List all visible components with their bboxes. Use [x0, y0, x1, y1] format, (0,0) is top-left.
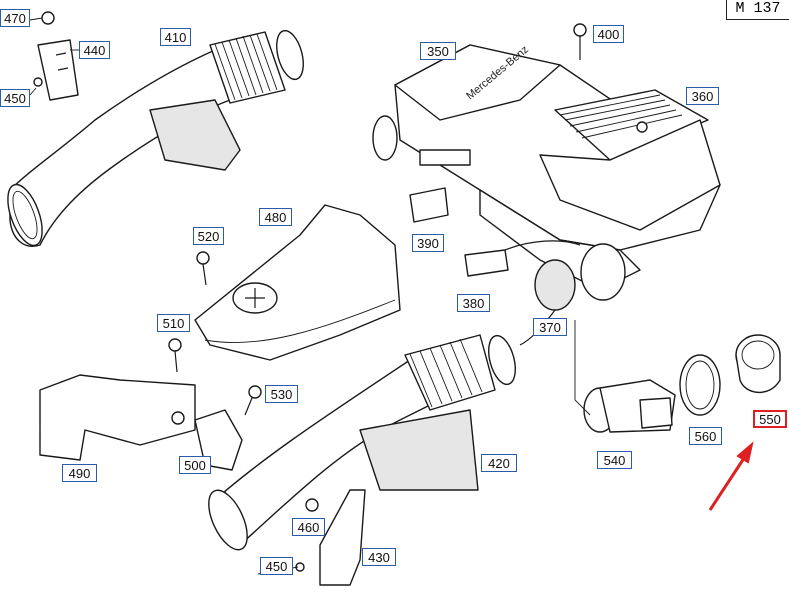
callout-380[interactable]: 380 — [457, 294, 490, 312]
callout-440[interactable]: 440 — [79, 41, 110, 59]
bracket-440 — [33, 11, 79, 101]
bracket-490 — [39, 374, 196, 461]
callout-510[interactable]: 510 — [157, 314, 190, 332]
highlight-arrow — [708, 441, 754, 511]
callout-560[interactable]: 560 — [689, 427, 722, 445]
connector-390 — [409, 187, 449, 223]
callout-530[interactable]: 530 — [265, 385, 298, 403]
engine-cover-480 — [194, 204, 401, 361]
callout-450-bottom[interactable]: 450 — [260, 557, 293, 575]
air-filter-housing-350 — [372, 44, 721, 301]
callout-540[interactable]: 540 — [597, 451, 632, 469]
screw-530 — [244, 385, 262, 416]
callout-420[interactable]: 420 — [481, 454, 517, 472]
callout-550[interactable]: 550 — [753, 410, 787, 428]
callout-500[interactable]: 500 — [179, 456, 211, 474]
screw-520 — [196, 251, 210, 286]
callout-360[interactable]: 360 — [686, 87, 719, 105]
callout-490[interactable]: 490 — [62, 464, 97, 482]
callout-450-top[interactable]: 450 — [0, 89, 30, 107]
screw-510 — [168, 338, 182, 373]
callout-480[interactable]: 480 — [259, 208, 292, 226]
callout-430[interactable]: 430 — [362, 548, 396, 566]
callout-370[interactable]: 370 — [533, 318, 567, 336]
mass-air-sensor-540 — [583, 379, 676, 433]
intake-duct-410 — [7, 29, 304, 247]
callout-460[interactable]: 460 — [292, 518, 325, 536]
sleeve-550 — [735, 334, 781, 394]
clamp-560 — [679, 354, 721, 416]
callout-470[interactable]: 470 — [0, 9, 30, 27]
screw-400 — [573, 23, 587, 60]
callout-410[interactable]: 410 — [160, 28, 191, 46]
intake-duct-420 — [208, 334, 516, 551]
filter-370 — [519, 259, 576, 346]
callout-400[interactable]: 400 — [593, 25, 624, 43]
connector-380 — [464, 240, 581, 277]
callout-520[interactable]: 520 — [193, 227, 224, 245]
callout-350[interactable]: 350 — [420, 42, 456, 60]
bracket-430 — [295, 489, 366, 586]
callout-390[interactable]: 390 — [412, 234, 444, 252]
model-badge: M 137 — [726, 0, 789, 20]
